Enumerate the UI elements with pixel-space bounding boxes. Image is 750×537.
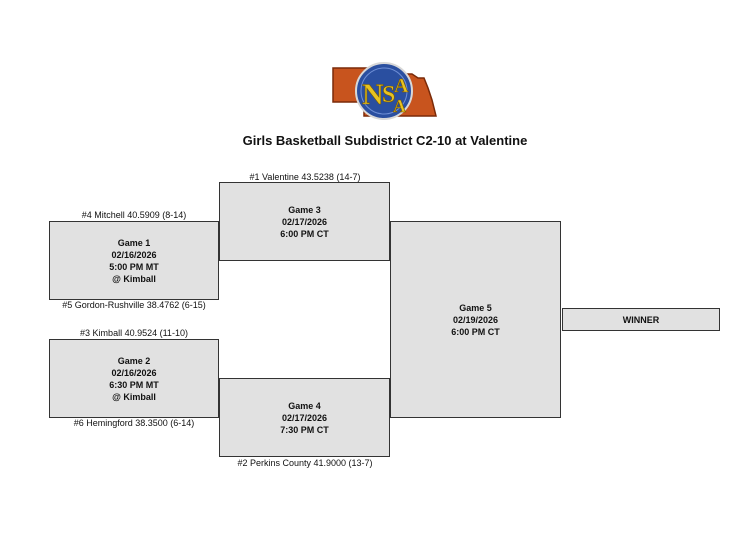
team-label-seed6: #6 Hemingford 38.3500 (6-14)	[73, 418, 195, 428]
game-4-date: 02/17/2026	[281, 412, 328, 423]
team-label-seed4: #4 Mitchell 40.5909 (8-14)	[81, 210, 187, 220]
game-4-time: 7:30 PM CT	[280, 424, 329, 435]
game-3-box: Game 3 02/17/2026 6:00 PM CT	[219, 182, 390, 261]
game-1-site: @ Kimball	[112, 273, 156, 284]
game-5-box: Game 5 02/19/2026 6:00 PM CT	[390, 221, 561, 418]
game-2-box: Game 2 02/16/2026 6:30 PM MT @ Kimball	[49, 339, 219, 418]
game-3-time: 6:00 PM CT	[280, 228, 329, 239]
game-1-date: 02/16/2026	[111, 249, 157, 260]
nsaa-seal-circle	[355, 62, 413, 120]
game-4-name: Game 4	[288, 400, 321, 411]
page-title: Girls Basketball Subdistrict C2-10 at Va…	[242, 133, 528, 148]
svg-text:A: A	[393, 96, 406, 116]
game-1-time: 5:00 PM MT	[109, 261, 159, 272]
winner-label: WINNER	[622, 314, 660, 325]
team-label-seed5: #5 Gordon-Rushville 38.4762 (6-15)	[62, 300, 206, 310]
game-5-date: 02/19/2026	[452, 314, 499, 325]
svg-text:A: A	[394, 75, 409, 97]
game-4-box: Game 4 02/17/2026 7:30 PM CT	[219, 378, 390, 457]
team-label-seed2: #2 Perkins County 41.9000 (13-7)	[237, 458, 373, 468]
game-5-name: Game 5	[459, 302, 492, 313]
game-2-site: @ Kimball	[112, 391, 156, 402]
svg-text:N: N	[362, 78, 384, 111]
game-2-date: 02/16/2026	[111, 367, 157, 378]
svg-text:S: S	[382, 82, 395, 108]
game-2-name: Game 2	[117, 355, 151, 366]
game-1-box: Game 1 02/16/2026 5:00 PM MT @ Kimball	[49, 221, 219, 300]
game-3-date: 02/17/2026	[281, 216, 328, 227]
game-5-time: 6:00 PM CT	[451, 326, 500, 337]
team-label-seed3: #3 Kimball 40.9524 (11-10)	[80, 328, 188, 338]
winner-box: WINNER	[562, 308, 720, 331]
game-2-time: 6:30 PM MT	[109, 379, 159, 390]
team-label-seed1: #1 Valentine 43.5238 (14-7)	[249, 172, 361, 182]
game-3-name: Game 3	[288, 204, 321, 215]
nsaa-logo: N S A A	[332, 62, 437, 120]
game-1-name: Game 1	[117, 237, 151, 248]
